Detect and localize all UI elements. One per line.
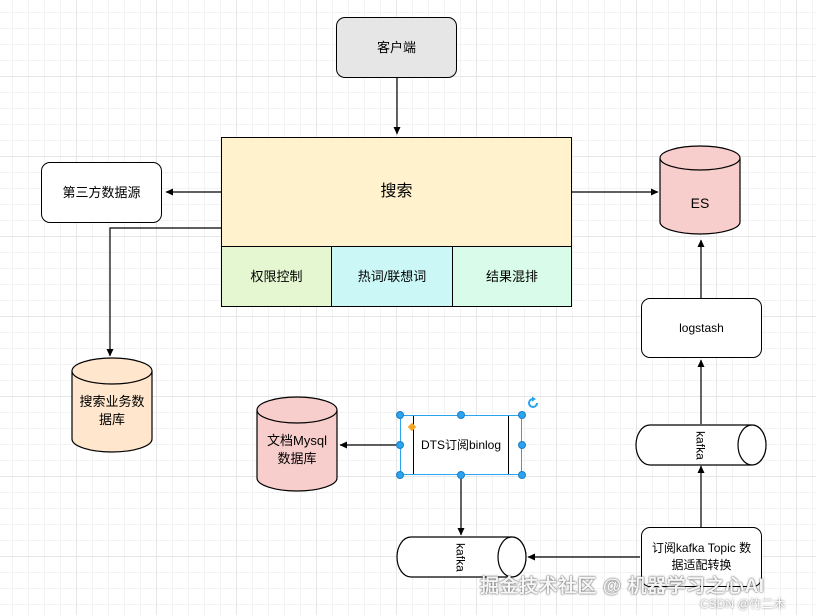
permission-control-node[interactable]: 权限控制 bbox=[221, 246, 332, 307]
doc-mysql-label: 文档Mysql数据库 bbox=[267, 432, 327, 466]
es-cylinder[interactable] bbox=[659, 145, 741, 235]
biz-db-label: 搜索业务数据库 bbox=[79, 393, 145, 427]
client-node[interactable]: 客户端 bbox=[336, 17, 457, 78]
selection-outline bbox=[400, 415, 522, 475]
kafka-top-pipe[interactable] bbox=[635, 424, 767, 466]
subscribe-adapt-node[interactable]: 订阅kafka Topic 数据适配转换 bbox=[641, 527, 762, 587]
kafka-bottom-pipe[interactable] bbox=[396, 536, 527, 578]
dts-left-bar bbox=[413, 415, 415, 475]
logstash-node[interactable]: logstash bbox=[641, 298, 762, 358]
resize-handle-nw[interactable] bbox=[396, 411, 404, 419]
es-label: ES bbox=[690, 195, 710, 212]
third-party-source-node[interactable]: 第三方数据源 bbox=[41, 162, 162, 223]
rotate-handle-icon[interactable] bbox=[526, 396, 540, 410]
resize-handle-sw[interactable] bbox=[396, 471, 404, 479]
watermark-main: 掘金技术社区 @ 机器学习之心AI bbox=[480, 576, 765, 597]
resize-handle-s[interactable] bbox=[457, 471, 465, 479]
resize-handle-w[interactable] bbox=[396, 441, 404, 449]
dts-binlog-label: DTS订阅binlog bbox=[420, 437, 502, 452]
edge-search-to-biz-db bbox=[106, 227, 221, 357]
watermark-sub: CSDN @竹二木 bbox=[700, 597, 786, 611]
dts-right-bar bbox=[507, 415, 509, 475]
resize-handle-e[interactable] bbox=[518, 441, 526, 449]
biz-db-cylinder[interactable] bbox=[71, 357, 153, 453]
hot-words-node[interactable]: 热词/联想词 bbox=[331, 246, 453, 307]
dts-binlog-node[interactable]: DTS订阅binlog bbox=[400, 415, 522, 475]
result-mix-node[interactable]: 结果混排 bbox=[452, 246, 572, 307]
doc-mysql-cylinder[interactable] bbox=[256, 396, 338, 492]
resize-handle-n[interactable] bbox=[457, 411, 465, 419]
resize-handle-ne[interactable] bbox=[518, 411, 526, 419]
kafka-top-label: kafka bbox=[693, 430, 708, 460]
resize-handle-se[interactable] bbox=[518, 471, 526, 479]
search-node[interactable]: 搜索 bbox=[221, 137, 572, 247]
